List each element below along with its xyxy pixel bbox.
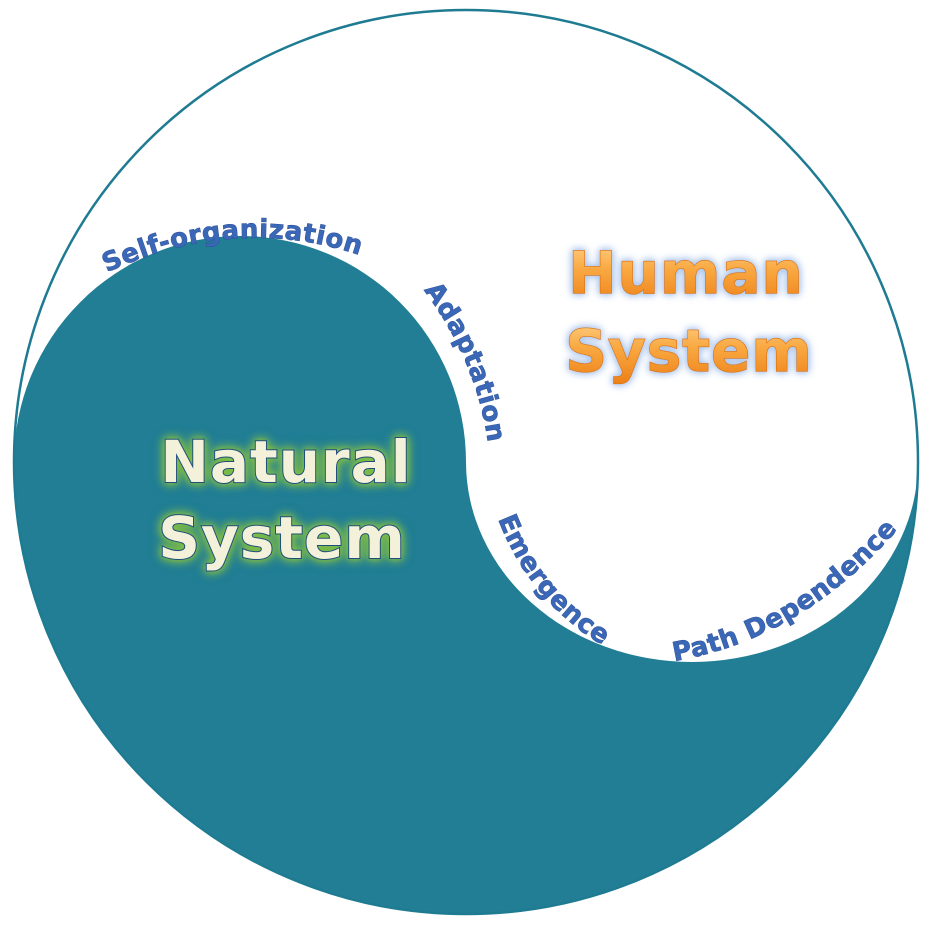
human-system-line1: Human <box>568 239 804 307</box>
outer-circle <box>12 8 920 916</box>
natural-system-title: Natural System <box>157 427 411 573</box>
natural-region-shape <box>14 236 918 914</box>
natural-system-line1: Natural <box>160 428 411 496</box>
natural-system-line2: System <box>158 504 406 572</box>
human-system-title: Human System <box>565 238 813 385</box>
human-system-line2: System <box>565 317 813 385</box>
